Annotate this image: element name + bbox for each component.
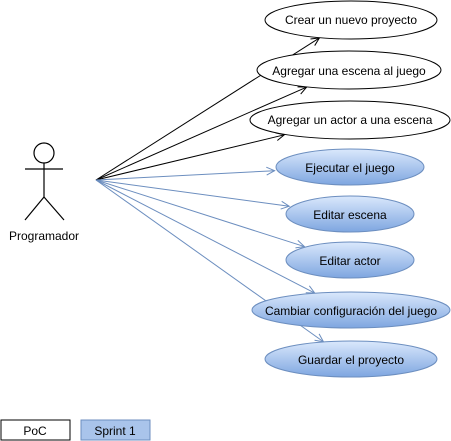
use-case-ellipse — [256, 50, 442, 90]
arrowhead-icon — [295, 240, 306, 249]
use-case-guardar-proyecto[interactable]: Guardar el proyecto — [264, 340, 438, 378]
use-case-ellipse — [251, 291, 451, 329]
association-line — [95, 86, 307, 181]
actor-label: Programador — [9, 229, 79, 243]
legend: PoC Sprint 1 — [0, 419, 151, 441]
association-line — [95, 179, 305, 248]
arrowhead-icon — [280, 200, 291, 210]
use-case-ellipse — [249, 100, 451, 140]
use-case-ellipse — [264, 340, 438, 378]
actor-programador[interactable]: Programador — [9, 142, 79, 243]
arrowhead-icon — [266, 166, 276, 176]
use-case-label: Crear un nuevo proyecto — [285, 13, 417, 27]
association-line — [95, 179, 290, 207]
legend-poc: PoC — [0, 419, 71, 441]
legend-label: PoC — [23, 424, 47, 438]
stick-figure-icon — [24, 142, 65, 221]
use-case-editar-escena[interactable]: Editar escena — [285, 195, 415, 233]
use-case-editar-actor[interactable]: Editar actor — [285, 241, 415, 279]
use-case-agregar-escena[interactable]: Agregar una escena al juego — [256, 50, 442, 90]
use-case-crear-proyecto[interactable]: Crear un nuevo proyecto — [264, 0, 438, 40]
use-case-label: Agregar un actor a una escena — [268, 113, 433, 127]
use-case-ellipse — [285, 195, 415, 233]
association-line — [95, 134, 285, 181]
use-case-label: Editar actor — [319, 254, 380, 268]
use-case-agregar-actor[interactable]: Agregar un actor a una escena — [249, 100, 451, 140]
association-line — [95, 179, 315, 294]
association-line — [95, 170, 275, 181]
use-case-ellipse — [275, 148, 425, 186]
use-case-label: Cambiar configuración del juego — [265, 304, 437, 318]
use-case-ejecutar-juego[interactable]: Ejecutar el juego — [275, 148, 425, 186]
legend-sprint-1: Sprint 1 — [80, 419, 151, 441]
use-case-label: Guardar el proyecto — [298, 353, 404, 367]
use-case-ellipse — [285, 241, 415, 279]
use-case-ellipse — [264, 0, 438, 40]
use-case-label: Ejecutar el juego — [305, 161, 395, 175]
use-case-label: Editar escena — [313, 208, 387, 222]
legend-label: Sprint 1 — [94, 424, 136, 438]
use-case-cambiar-configuracion[interactable]: Cambiar configuración del juego — [251, 291, 451, 329]
use-case-label: Agregar una escena al juego — [272, 64, 426, 78]
